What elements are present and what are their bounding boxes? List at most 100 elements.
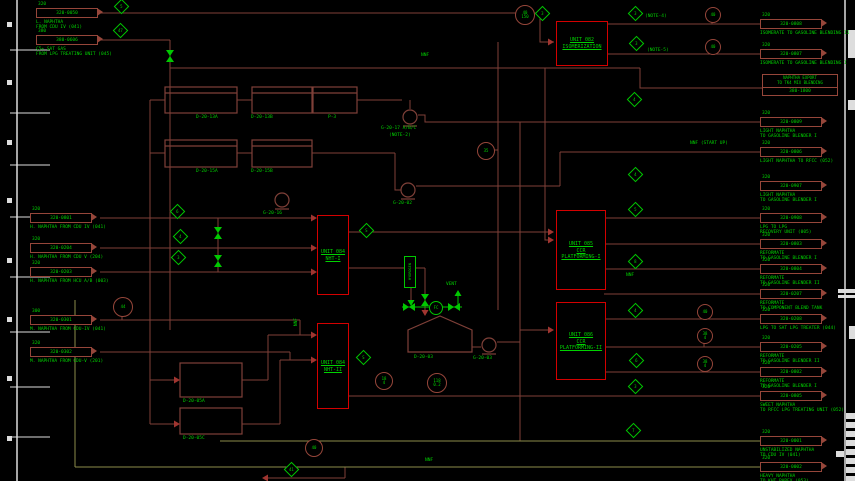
- unit-name: CCR PLATFORMING-II: [559, 338, 603, 351]
- instrument-bubble: 44: [113, 297, 133, 317]
- stream-inlet-h-naphtha-cdu5: 320 320-0204 H. NAPHTHA FROM CDU V (204): [30, 237, 160, 260]
- stream-description: LPG TO SAT LPG TREATER (044): [760, 326, 836, 331]
- unit-number: UNIT 082: [569, 37, 595, 43]
- label-g-20-17: G-20-17 A/B/C: [381, 126, 417, 131]
- stream-tag-flag: 320-0301: [30, 315, 97, 325]
- stream-tag-flag: 320-0809: [760, 117, 827, 127]
- stream-inlet-m-naphtha-cdu4: 300 320-0301 M. NAPHTHA FROM CDU-IV (041…: [30, 309, 160, 332]
- label-d-20-03: D-20-03: [414, 355, 433, 360]
- line-number: 320: [762, 456, 771, 461]
- nnf-label-vertical: NNF: [294, 318, 299, 327]
- stream-tag-flag: 320-0908: [760, 213, 827, 223]
- note-5-label: (NOTE-5): [647, 48, 669, 53]
- stream-description: ISOMERATE TO GASOLINE BLENDING II: [760, 31, 850, 36]
- stream-tag-flag: 320-0002: [760, 462, 827, 472]
- line-number: 320: [32, 237, 41, 242]
- stream-description: LIGHT NAPHTHA TO GASOLINE BLENDER I: [760, 129, 817, 140]
- unit-name: NHT-II: [323, 366, 343, 373]
- stream-description: M. NAPHTHA FROM CDU-IV (041): [30, 327, 106, 332]
- stream-description: H. NAPHTHA FROM HCU A/B (003): [30, 279, 109, 284]
- export-tag: 380-1800: [789, 88, 811, 94]
- unit-number: UNIT 085: [568, 240, 594, 247]
- label-d-20-15b: D-20-15B: [251, 169, 273, 174]
- line-number: 320: [762, 207, 771, 212]
- stream-description: C5+ SAT GAS FROM LPG TREATING UNIT (045): [36, 47, 112, 58]
- stream-tag-flag: 320-0907: [760, 181, 827, 191]
- adjacent-sheet-edge: [836, 0, 855, 481]
- line-number: 300: [32, 309, 41, 314]
- stream-description: REFORMATE TO GASOLINE BLENDER I: [760, 251, 817, 262]
- label-p-3: P-3: [328, 115, 337, 120]
- tank-d-20-03-shape: [407, 315, 473, 353]
- line-number: 320: [762, 361, 771, 366]
- stream-outlet-lpg-recovery: 320 320-0908 LPG TO LPG RECOVERY UNIT (0…: [760, 207, 855, 236]
- valve-symbols: [166, 50, 462, 311]
- instrument-bubble: 118 0.2: [427, 373, 447, 393]
- line-number: 320: [762, 175, 771, 180]
- stream-outlet-unstabilized-naphtha: 320 320-0001 UNSTABILIZED NAPHTHA TO CDU…: [760, 430, 855, 459]
- line-number: 320: [762, 13, 771, 18]
- stream-tag-flag: 380-0606: [36, 35, 103, 45]
- nnf-label: NNF: [626, 273, 635, 278]
- line-number: 320: [762, 430, 771, 435]
- line-number: 320: [762, 111, 771, 116]
- stream-description: H. NAPHTHA FROM CDU V (204): [30, 255, 104, 260]
- stream-inlet-h-naphtha-hcu: 320 320-0203 H. NAPHTHA FROM HCU A/B (00…: [30, 261, 160, 284]
- label-d-20-13b: D-20-13B: [251, 115, 273, 120]
- stream-description: LIGHT NAPHTHA TO RFCC (052): [760, 159, 834, 164]
- note-4-label: (NOTE-4): [645, 14, 667, 19]
- stream-inlet-l-naphtha: 320 320-0050 L. NAPHTHA FROM CDU IV (041…: [36, 2, 156, 31]
- label-g-20-02: G-20-02: [393, 201, 412, 206]
- nnf-label: NNF: [421, 53, 430, 58]
- stream-tag-flag: 320-0207: [760, 289, 827, 299]
- stream-description: LIGHT NAPHTHA TO GASOLINE BLENDER I: [760, 193, 817, 204]
- stream-tag-flag: 320-0805: [760, 391, 827, 401]
- sheet-zone-marks: [7, 22, 12, 441]
- unit-name: ISOMERIZATION: [562, 44, 602, 50]
- instrument-bubble: 40: [697, 304, 713, 320]
- stream-tag-flag: 320-0203: [30, 267, 97, 277]
- stream-tag-flag: 320-0204: [30, 243, 97, 253]
- stream-tag-flag: 320-0302: [30, 347, 97, 357]
- line-number: 320: [762, 43, 771, 48]
- unit-084-nht-2: UNIT 084 NHT-II: [317, 323, 349, 409]
- stream-description: L. NAPHTHA FROM CDU IV (041): [36, 20, 83, 31]
- instrument-bubble: 40: [305, 439, 323, 457]
- line-number: 380: [38, 29, 47, 34]
- unit-084-nht-1: UNIT 084 NHT-I: [317, 215, 349, 295]
- unit-082-isomerization: UNIT 082 ISOMERIZATION: [556, 21, 608, 66]
- stream-outlet-heavy-naphtha: 320 320-0002 HEAVY NAPHTHA TO KHT PAREX …: [760, 456, 855, 481]
- line-number: 320: [32, 341, 41, 346]
- stream-tag-flag: 320-0208: [760, 314, 827, 324]
- nnf-startup-label: NNF (START UP): [690, 141, 728, 146]
- stream-outlet-reformate-gb2b: 320 320-0205 REFORMATE TO GASOLINE BLEND…: [760, 336, 855, 365]
- line-number: 320: [762, 308, 771, 313]
- stream-description: M. NAPHTHA FROM CDU-V (201): [30, 359, 104, 364]
- stream-tag-flag: 320-0807: [760, 49, 827, 59]
- vent-label: VENT: [446, 282, 457, 287]
- line-number: 320: [762, 336, 771, 341]
- stream-tag-flag: 320-0050: [36, 8, 103, 18]
- stream-description: REFORMATE TO GASOLINE BLENDER II: [760, 354, 820, 365]
- label-note-2: (NOTE-2): [389, 133, 411, 138]
- line-number: 320: [762, 233, 771, 238]
- label-d-20-15a: D-20-15A: [196, 169, 218, 174]
- stream-description: REFORMATE TO GASOLINE BLENDER I: [760, 379, 817, 390]
- unit-085-ccr-platforming-1: UNIT 085 CCR PLATFORMING-I: [556, 210, 606, 290]
- stream-tag-flag: 320-0803: [760, 239, 827, 249]
- equipment-shapes: [164, 86, 497, 435]
- unit-number: UNIT 084: [320, 359, 346, 366]
- line-number: 320: [762, 141, 771, 146]
- stream-outlet-reformate-gb2: 320 320-0804 REFORMATE TO GASOLINE BLEND…: [760, 258, 855, 287]
- controller-bubble: FC: [429, 301, 443, 315]
- stream-description: SWEET NAPHTHA TO RFCC LPG TREATING UNIT …: [760, 403, 844, 414]
- stream-outlet-isomerate-1: 320 320-0807 ISOMERATE TO GASOLINE BLEND…: [760, 43, 855, 66]
- nnf-label: NNF: [425, 458, 434, 463]
- line-number: 320: [762, 385, 771, 390]
- line-number: 320: [38, 2, 47, 7]
- unit-number: UNIT 084: [320, 248, 346, 255]
- flow-arrowheads: [174, 38, 554, 481]
- stream-outlet-reformate-blend-tank: 320 320-0207 REFORMATE TO COMPONENT BLEN…: [760, 283, 855, 312]
- stream-tag-flag: 320-0802: [760, 367, 827, 377]
